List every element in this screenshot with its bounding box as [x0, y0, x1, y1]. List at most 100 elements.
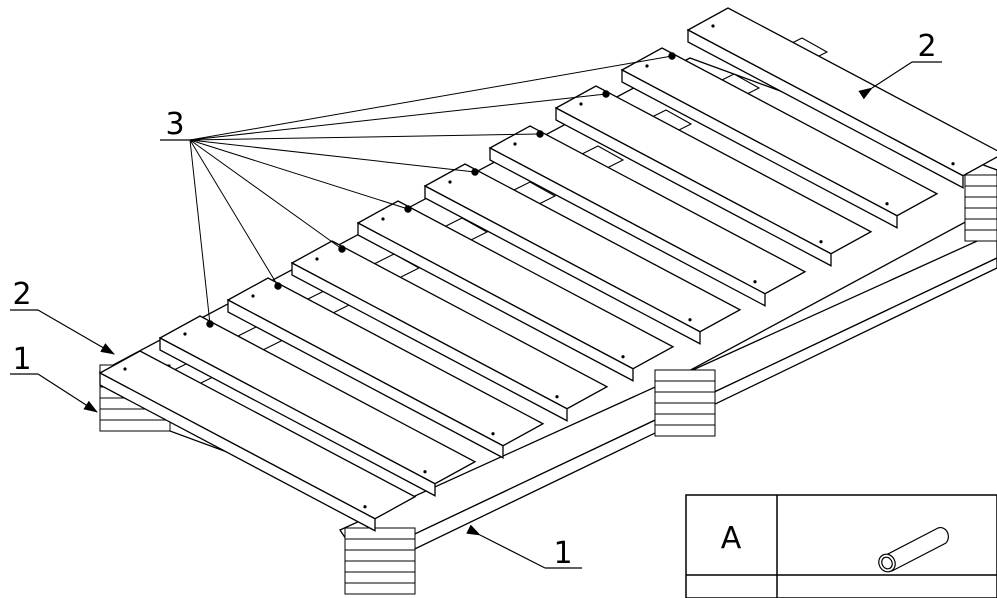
- nail-dot: [513, 142, 517, 146]
- nail-dot: [183, 332, 187, 336]
- leader-dot: [536, 130, 544, 138]
- nail-dot: [555, 395, 559, 399]
- nail-dot: [315, 257, 319, 261]
- end-deck-board: [98, 350, 417, 532]
- foot-layer: [654, 391, 716, 404]
- foot-layer: [964, 185, 997, 198]
- callout-label: 2: [12, 277, 31, 312]
- leader-dot: [602, 90, 610, 98]
- nail-dot: [819, 240, 823, 244]
- deck-board: [158, 315, 477, 497]
- leader-line: [189, 139, 211, 325]
- foot-layer: [344, 538, 416, 551]
- parts-table: A: [685, 494, 997, 598]
- foot-layer: [654, 424, 716, 437]
- table-frame: [685, 494, 997, 598]
- callout-label: 2: [917, 29, 936, 64]
- foot-layer: [654, 369, 716, 382]
- nail-dot: [688, 318, 692, 322]
- nail-dot: [251, 294, 255, 298]
- foot-layer: [99, 419, 171, 432]
- deck-board: [226, 277, 545, 459]
- leader-dot: [668, 52, 676, 60]
- nail-dot: [885, 202, 889, 206]
- deck-board: [554, 85, 873, 267]
- board-front-edge: [159, 336, 436, 497]
- foot-stack: [344, 527, 416, 595]
- callout-1-left: 1: [10, 342, 98, 413]
- arrow-icon: [858, 61, 913, 100]
- leader-dot: [404, 205, 412, 213]
- callout-1-bottom: 1: [466, 524, 582, 571]
- deck-board: [290, 240, 609, 422]
- foot-layer: [654, 380, 716, 393]
- foot-layer: [344, 582, 416, 595]
- leader-line: [189, 139, 409, 210]
- foot-layer: [964, 207, 997, 220]
- leader-lines: [189, 52, 676, 328]
- board-front-edge: [227, 298, 504, 459]
- deck-board: [488, 125, 807, 307]
- nail-dot: [951, 162, 955, 166]
- foot-layer: [964, 218, 997, 231]
- deck-board: [620, 47, 939, 229]
- board-front-edge: [555, 106, 832, 267]
- leader-line: [189, 133, 541, 141]
- nail-dot: [423, 470, 427, 474]
- nail-dot: [621, 355, 625, 359]
- foot-layer: [964, 229, 997, 242]
- dowel-pin-icon: [878, 527, 949, 573]
- foot-layer: [964, 196, 997, 209]
- leader-dot: [274, 282, 282, 290]
- board-front-edge: [424, 184, 701, 345]
- callout-label: 1: [12, 342, 31, 377]
- leader-line: [189, 139, 279, 287]
- leader-line: [189, 139, 343, 250]
- board-front-edge: [489, 146, 766, 307]
- callout-3: 3: [160, 107, 200, 142]
- table-row-label: A: [721, 521, 742, 556]
- board-front-edge: [357, 221, 634, 382]
- board-front-edge: [687, 28, 964, 189]
- nail-dot: [579, 102, 583, 106]
- deck-board: [356, 200, 675, 382]
- leader-dot: [471, 168, 479, 176]
- callout-2-right: 2: [858, 29, 942, 100]
- nail-dot: [491, 432, 495, 436]
- foot-layer: [344, 527, 416, 540]
- nail-dot: [753, 280, 757, 284]
- nail-dot: [123, 367, 127, 371]
- board-front-edge: [291, 261, 568, 422]
- foot-stack: [964, 174, 997, 242]
- arrow-icon: [37, 373, 98, 413]
- nail-dot: [448, 180, 452, 184]
- foot-layer: [344, 560, 416, 573]
- leader-line: [189, 93, 607, 141]
- callout-label: 3: [165, 107, 184, 142]
- nail-dot: [711, 24, 715, 28]
- leader-dot: [206, 320, 214, 328]
- end-deck-board: [686, 7, 997, 189]
- nail-dot: [363, 505, 367, 509]
- foot-layer: [964, 174, 997, 187]
- nail-dot: [381, 217, 385, 221]
- callout-2-left: 2: [10, 277, 115, 355]
- arrow-icon: [37, 309, 115, 355]
- foot-layer: [654, 413, 716, 426]
- deck-boards: [98, 7, 997, 532]
- nail-dot: [645, 64, 649, 68]
- foot-layer: [344, 549, 416, 562]
- foot-stack: [654, 369, 716, 437]
- arrow-icon: [466, 524, 546, 569]
- leader-line: [189, 55, 673, 141]
- board-front-edge: [621, 68, 898, 229]
- leader-line: [189, 139, 476, 173]
- foot-layer: [344, 571, 416, 584]
- foot-layer: [654, 402, 716, 415]
- deck-board: [423, 163, 742, 345]
- leader-dot: [338, 245, 346, 253]
- callout-label: 1: [553, 536, 572, 571]
- board-front-edge: [99, 371, 376, 532]
